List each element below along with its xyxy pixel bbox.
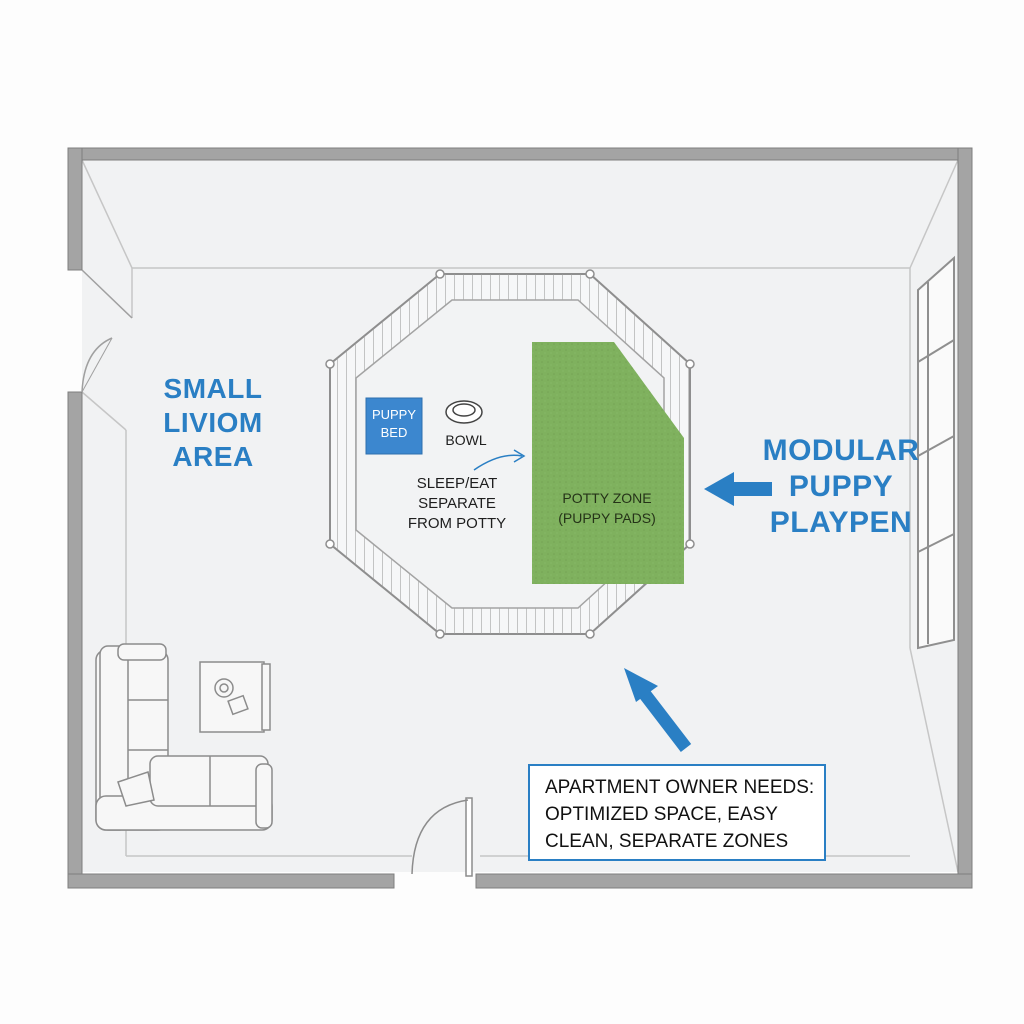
door-icon xyxy=(411,797,473,877)
side-door xyxy=(81,269,133,393)
bowl-icon xyxy=(445,400,483,424)
potty-zone-texture xyxy=(532,342,684,584)
needs-callout-box xyxy=(528,764,826,861)
arrow-icon xyxy=(473,449,526,471)
potty-zone-label: POTTY ZONE (PUPPY PADS) xyxy=(558,490,656,526)
playpen-label: MODULAR PUPPY PLAYPEN xyxy=(762,434,920,539)
arrow-icon-playpen xyxy=(704,472,772,506)
room-walls xyxy=(67,147,973,889)
side-table-icon xyxy=(199,661,271,733)
needs-callout-text: APARTMENT OWNER NEEDS: OPTIMIZED SPACE, … xyxy=(545,777,815,852)
sofa-icon xyxy=(95,643,273,831)
bed-label: PUPPY BED xyxy=(371,407,417,440)
window-icon xyxy=(917,255,955,650)
bed-icon xyxy=(365,397,423,455)
arrow-icon-callout xyxy=(624,668,692,752)
area-label: SMALL LIVIOM AREA xyxy=(163,373,263,472)
sleep-eat-note: SLEEP/EAT SEPARATE FROM POTTY xyxy=(407,475,507,532)
bowl-label: BOWL xyxy=(445,432,487,448)
